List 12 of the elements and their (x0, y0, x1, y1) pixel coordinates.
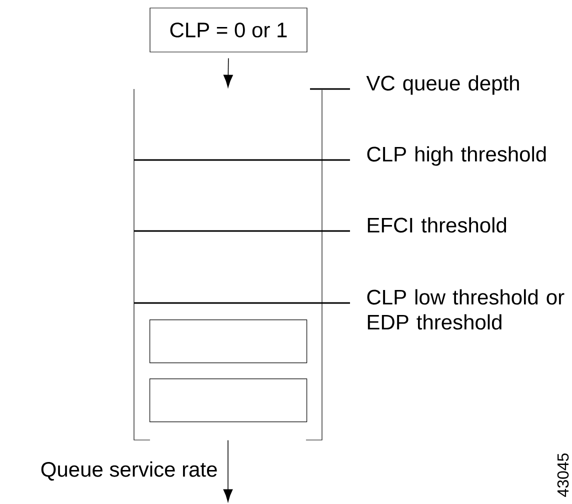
threshold-label: CLP low threshold or EDP threshold (367, 289, 564, 330)
threshold-label: CLP high threshold (367, 146, 546, 166)
threshold-label: VC queue depth (366, 75, 519, 95)
queue-drawing (134, 88, 322, 440)
cell-box (150, 320, 308, 364)
arrow (223, 440, 233, 502)
threshold-label: EFCI threshold (368, 217, 506, 233)
edge-label: Queue service rate (41, 461, 217, 481)
figure-number: 43045 (557, 453, 569, 497)
label-box: CLP = 0 or 1 (150, 8, 308, 52)
cell-box (150, 378, 308, 422)
arrow (223, 58, 233, 88)
